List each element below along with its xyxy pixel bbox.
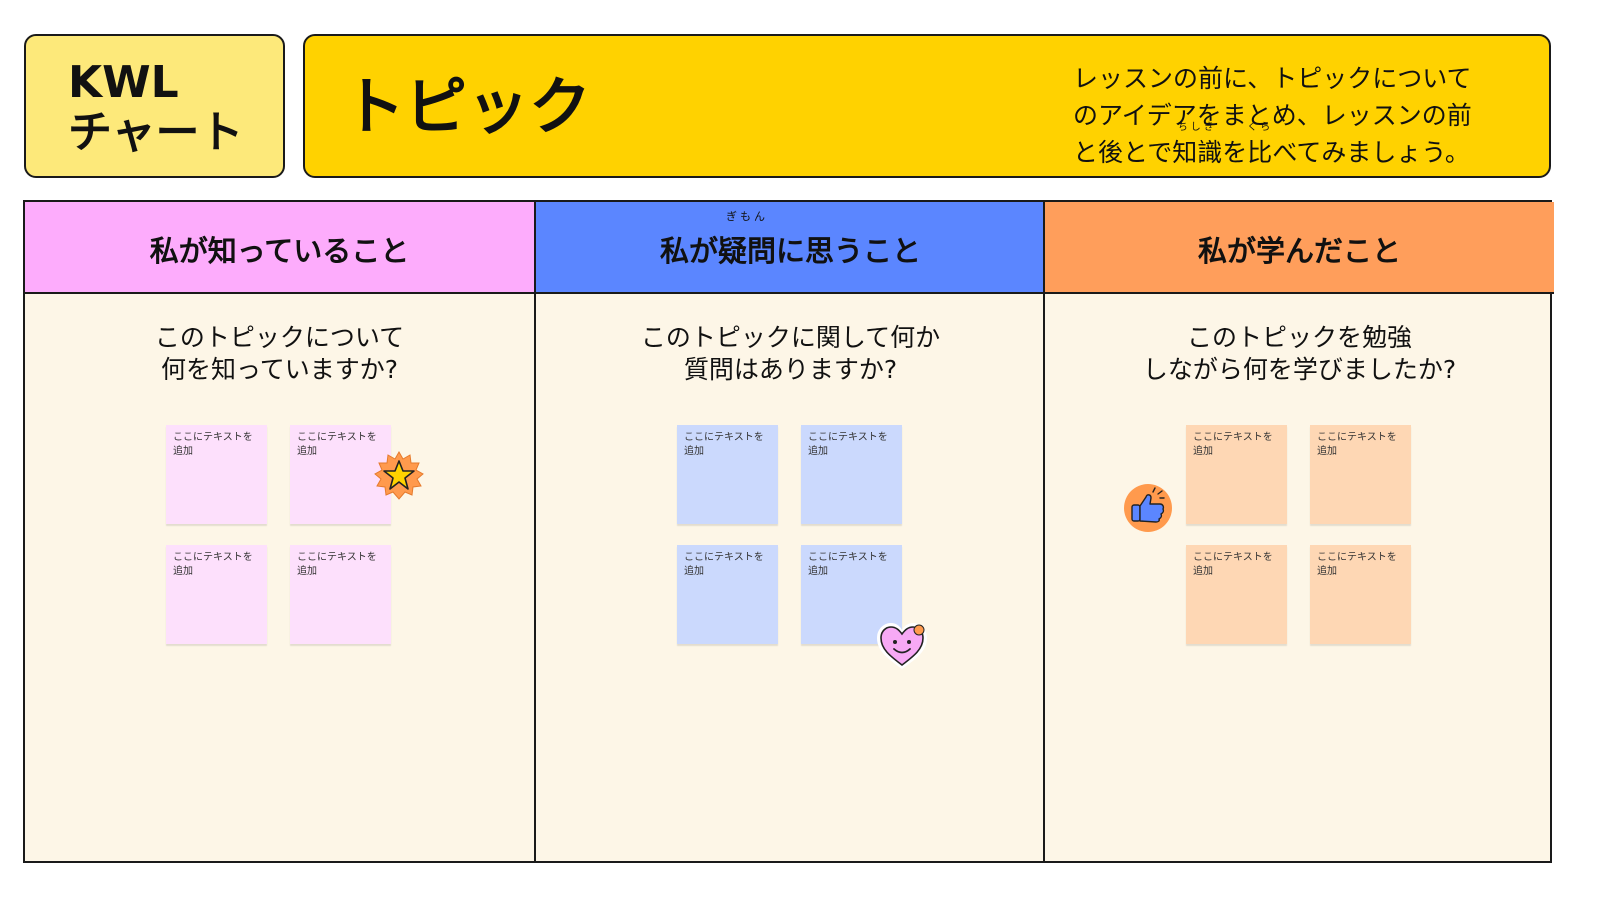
ruby-chishiki: ちしき知識 (1172, 123, 1223, 171)
star-sticker-icon[interactable] (374, 451, 424, 501)
ruby-kura: くら比 (1247, 123, 1273, 171)
column-header-label-c: に思うこと (776, 234, 922, 268)
heart-smile-sticker-icon[interactable] (874, 620, 930, 672)
column-prompt-know[interactable]: このトピックについて 何を知っていますか? (154, 323, 405, 384)
sticky-note[interactable]: ここにテキストを 追加 (1186, 545, 1287, 644)
sticky-note[interactable]: ここにテキストを 追加 (677, 545, 778, 644)
ruby-gimon: ぎもん疑問 (717, 211, 776, 270)
column-wonder: 私がぎもん疑問に思うこと このトピックに関して何か 質問はありますか? ここにテ… (534, 202, 1045, 861)
description-line-2: のアイデアをまとめ、レッスンの前 (1073, 101, 1472, 130)
column-header-learned[interactable]: 私が学んだこと (1045, 202, 1554, 294)
ruby-text: ぎもん (725, 210, 768, 223)
ruby-text: ちしき (1177, 122, 1217, 133)
column-header-label: 私が学んだこと (1197, 234, 1401, 268)
ruby-text: くら (1247, 122, 1274, 133)
topic-title[interactable]: トピック (343, 70, 592, 143)
ruby-base: 比 (1247, 138, 1273, 167)
kwl-board: 私が知っていること このトピックについて 何を知っていますか? ここにテキストを… (23, 200, 1554, 863)
kwl-title-box[interactable]: KWL チャート (24, 34, 285, 178)
sticky-note[interactable]: ここにテキストを 追加 (166, 545, 267, 644)
column-header-know[interactable]: 私が知っていること (25, 202, 534, 294)
sticky-note[interactable]: ここにテキストを 追加 (1310, 425, 1411, 524)
ruby-base: 知識 (1172, 138, 1223, 167)
sticky-note[interactable]: ここにテキストを 追加 (290, 545, 391, 644)
description-line-3a: と後とで (1073, 138, 1173, 167)
description-line-1: レッスンの前に、トピックについて (1073, 64, 1472, 93)
sticky-note[interactable]: ここにテキストを 追加 (166, 425, 267, 524)
sticky-note[interactable]: ここにテキストを 追加 (801, 425, 902, 524)
description-line-3e: べてみましょう。 (1272, 138, 1470, 167)
column-prompt-learned[interactable]: このトピックを勉強 しながら何を学びましたか? (1142, 323, 1457, 384)
column-header-label: 私が知っていること (149, 234, 410, 268)
sticky-note[interactable]: ここにテキストを 追加 (290, 425, 391, 524)
ruby-base: 疑問 (717, 234, 776, 268)
topic-box[interactable]: トピック レッスンの前に、トピックについて のアイデアをまとめ、レッスンの前 と… (303, 34, 1551, 178)
sticky-note[interactable]: ここにテキストを 追加 (1310, 545, 1411, 644)
description-line-3c: を (1222, 138, 1248, 167)
topic-description[interactable]: レッスンの前に、トピックについて のアイデアをまとめ、レッスンの前 と後とでちし… (1073, 60, 1533, 171)
column-know: 私が知っていること このトピックについて 何を知っていますか? ここにテキストを… (25, 202, 534, 861)
kwl-title: KWL チャート (68, 57, 244, 158)
sticky-note[interactable]: ここにテキストを 追加 (1186, 425, 1287, 524)
column-header-wonder[interactable]: 私がぎもん疑問に思うこと (536, 202, 1045, 294)
column-prompt-wonder[interactable]: このトピックに関して何か 質問はありますか? (640, 323, 941, 384)
column-header-label-a: 私が (659, 234, 718, 268)
column-learned: 私が学んだこと このトピックを勉強 しながら何を学びましたか? ここにテキストを… (1043, 202, 1554, 861)
sticky-note[interactable]: ここにテキストを 追加 (677, 425, 778, 524)
thumbs-up-sticker-icon[interactable] (1123, 483, 1173, 533)
